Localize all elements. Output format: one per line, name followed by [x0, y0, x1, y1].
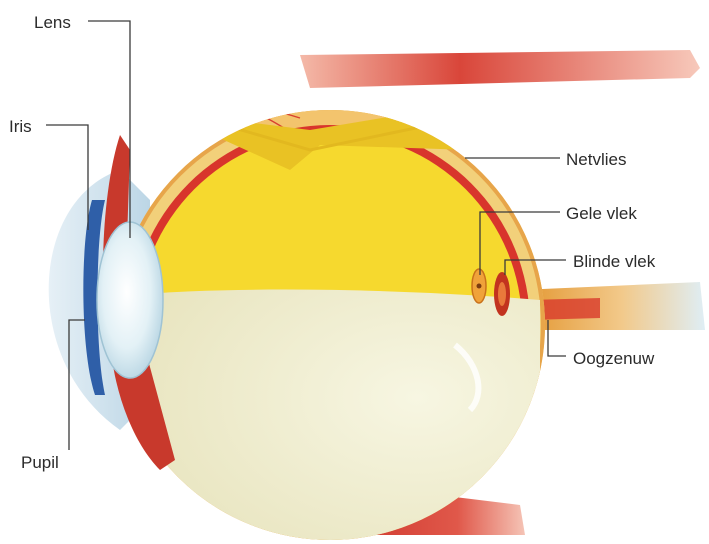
- blinde-vlek-label: Blinde vlek: [573, 253, 655, 270]
- netvlies-label: Netvlies: [566, 151, 626, 168]
- oogzenuw-label: Oogzenuw: [573, 350, 654, 367]
- lens: [97, 222, 163, 378]
- lens-label: Lens: [34, 14, 71, 31]
- upper-muscle: [300, 50, 700, 88]
- pupil-label: Pupil: [21, 454, 59, 471]
- iris-label: Iris: [9, 118, 32, 135]
- gele-vlek-label: Gele vlek: [566, 205, 637, 222]
